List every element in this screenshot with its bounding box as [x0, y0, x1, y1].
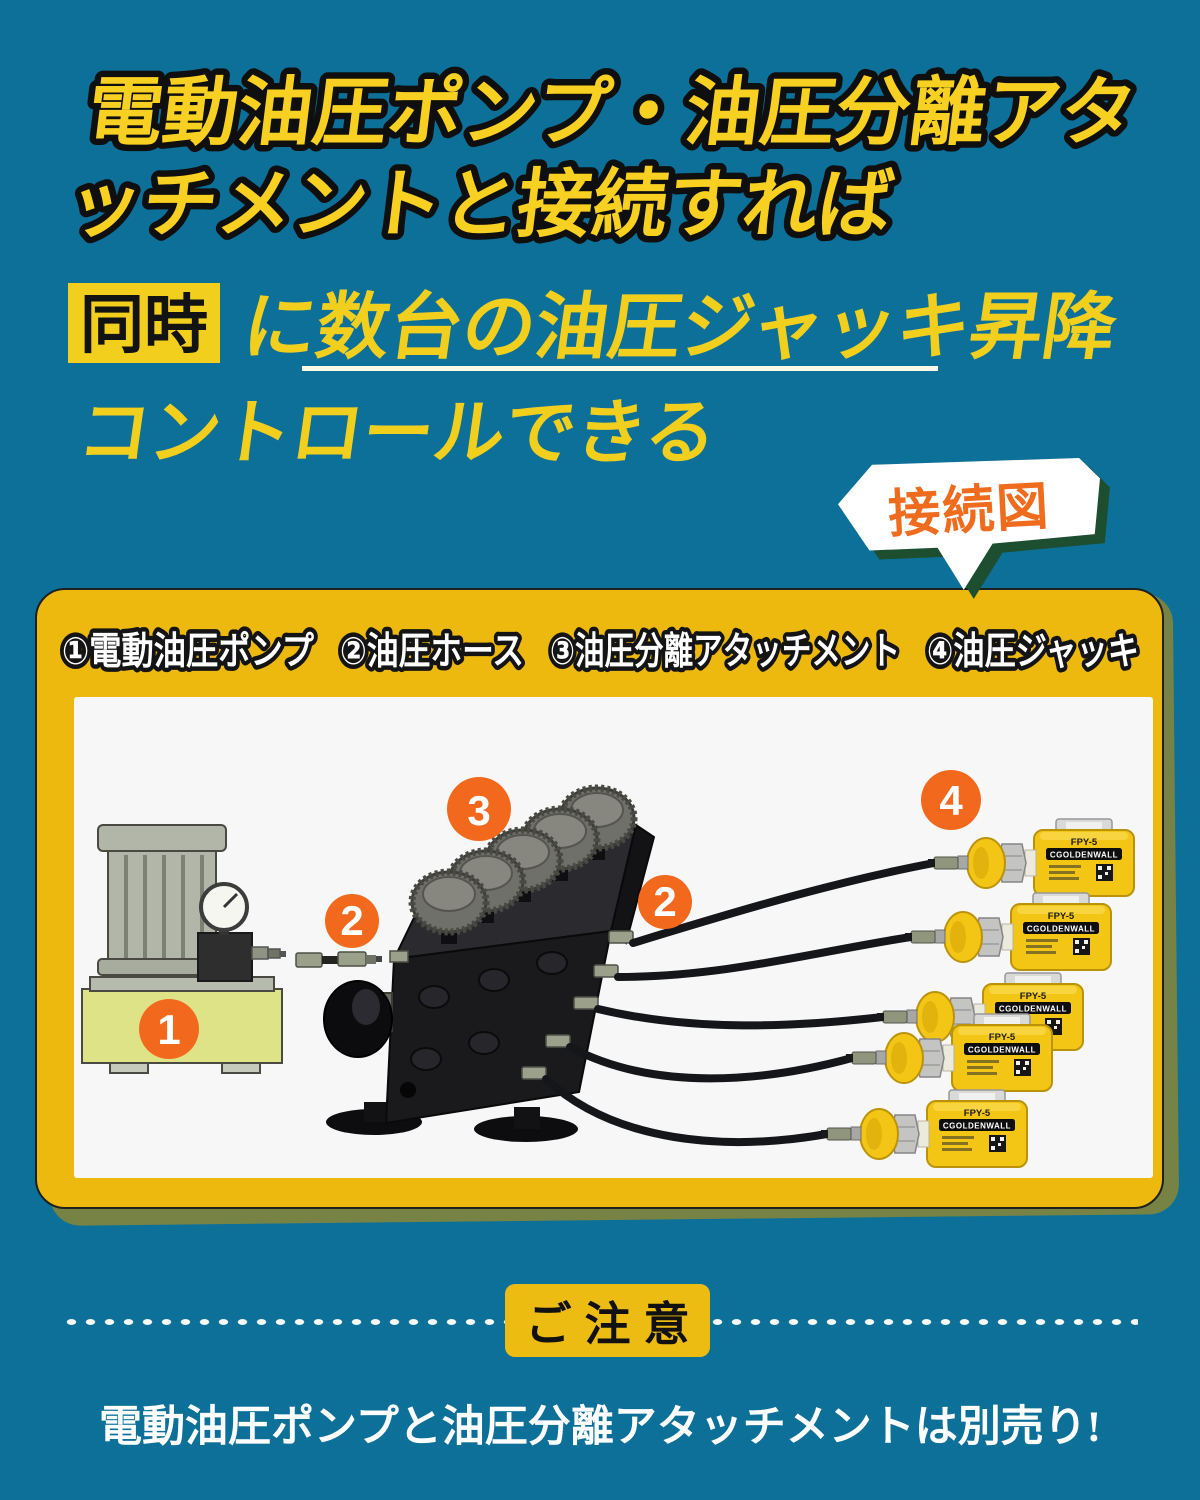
jack-5: FPY-5 CGOLDENWALL	[821, 1089, 1028, 1168]
svg-text:CGOLDENWALL: CGOLDENWALL	[1050, 851, 1118, 860]
svg-text:CGOLDENWALL: CGOLDENWALL	[943, 1122, 1011, 1131]
hose-coupler	[295, 951, 382, 968]
jack-1: FPY-5 CGOLDENWALL	[928, 818, 1135, 897]
marker-2-right: 2	[653, 878, 676, 925]
svg-text:CGOLDENWALL: CGOLDENWALL	[999, 1005, 1067, 1014]
subheadline-highlight: 同時	[80, 290, 208, 361]
subheadline-line2: コントロールできる	[73, 394, 721, 473]
manifold-knobs	[408, 784, 638, 944]
headline: 電動油圧ポンプ・油圧分離アタ ッチメントと接続すれば	[56, 64, 1147, 250]
hydraulic-hoses	[542, 859, 938, 1146]
marker-2-left-circle	[325, 894, 379, 948]
legend-item-jack: ④油圧ジャッキ	[927, 631, 1139, 673]
marker-1: 1	[157, 1006, 180, 1053]
legend-item-pump: ①電動油圧ポンプ	[62, 631, 314, 673]
hydraulic-jacks: FPY-5 CGOLDENWALL	[821, 818, 1135, 1168]
bubble-label: 接続図	[886, 477, 1052, 544]
headline-line1: 電動油圧ポンプ・油圧分離アタ	[83, 70, 1141, 154]
highlight-box	[68, 283, 220, 363]
marker-3-circle	[447, 777, 511, 841]
pump-illustration	[81, 824, 286, 1074]
legend-item-hose: ②油圧ホース	[340, 631, 524, 673]
manifold-ports	[521, 930, 634, 1080]
svg-text:FPY-5: FPY-5	[1071, 837, 1098, 848]
svg-text:CGOLDENWALL: CGOLDENWALL	[1027, 925, 1095, 934]
marker-2-right-circle	[638, 875, 692, 929]
diagram-card: ①電動油圧ポンプ ②油圧ホース ③油圧分離アタッチメント ④油圧ジャッキ	[35, 588, 1164, 1209]
svg-text:FPY-5: FPY-5	[989, 1032, 1016, 1043]
headline-line2: ッチメントと接続すれば	[63, 162, 898, 246]
subheadline-main: に数台の油圧ジャッキ昇降	[238, 287, 1122, 368]
underline	[302, 366, 938, 371]
marker-2-left: 2	[340, 897, 363, 944]
jack-2: FPY-5 CGOLDENWALL	[905, 892, 1112, 971]
connection-diagram: FPY-5 CGOLDENWALL	[81, 770, 1135, 1168]
marker-3: 3	[467, 787, 490, 834]
jack-4: FPY-5 CGOLDENWALL	[846, 1013, 1053, 1092]
svg-text:FPY-5: FPY-5	[1020, 991, 1047, 1002]
diagram-markers: 1 2 3 2 4	[139, 770, 981, 1059]
subheadline: 同時 に数台の油圧ジャッキ昇降 コントロールできる	[68, 283, 1122, 473]
notice-badge: ご注意	[505, 1284, 710, 1357]
diagram-panel: FPY-5 CGOLDENWALL	[74, 697, 1153, 1178]
legend-item-attachment: ③油圧分離アタッチメント	[550, 631, 900, 673]
legend: ①電動油圧ポンプ ②油圧ホース ③油圧分離アタッチメント ④油圧ジャッキ	[58, 627, 1144, 678]
svg-text:CGOLDENWALL: CGOLDENWALL	[968, 1046, 1036, 1055]
marker-4-circle	[921, 770, 981, 830]
marker-4: 4	[939, 777, 963, 824]
marker-1-circle	[139, 999, 199, 1059]
notice-text: 電動油圧ポンプと油圧分離アタッチメントは別売り!	[98, 1404, 1102, 1451]
svg-text:FPY-5: FPY-5	[964, 1108, 991, 1119]
manifold-attachment	[323, 784, 656, 1142]
connection-diagram-bubble: 接続図	[838, 458, 1110, 599]
svg-text:FPY-5: FPY-5	[1048, 911, 1075, 922]
